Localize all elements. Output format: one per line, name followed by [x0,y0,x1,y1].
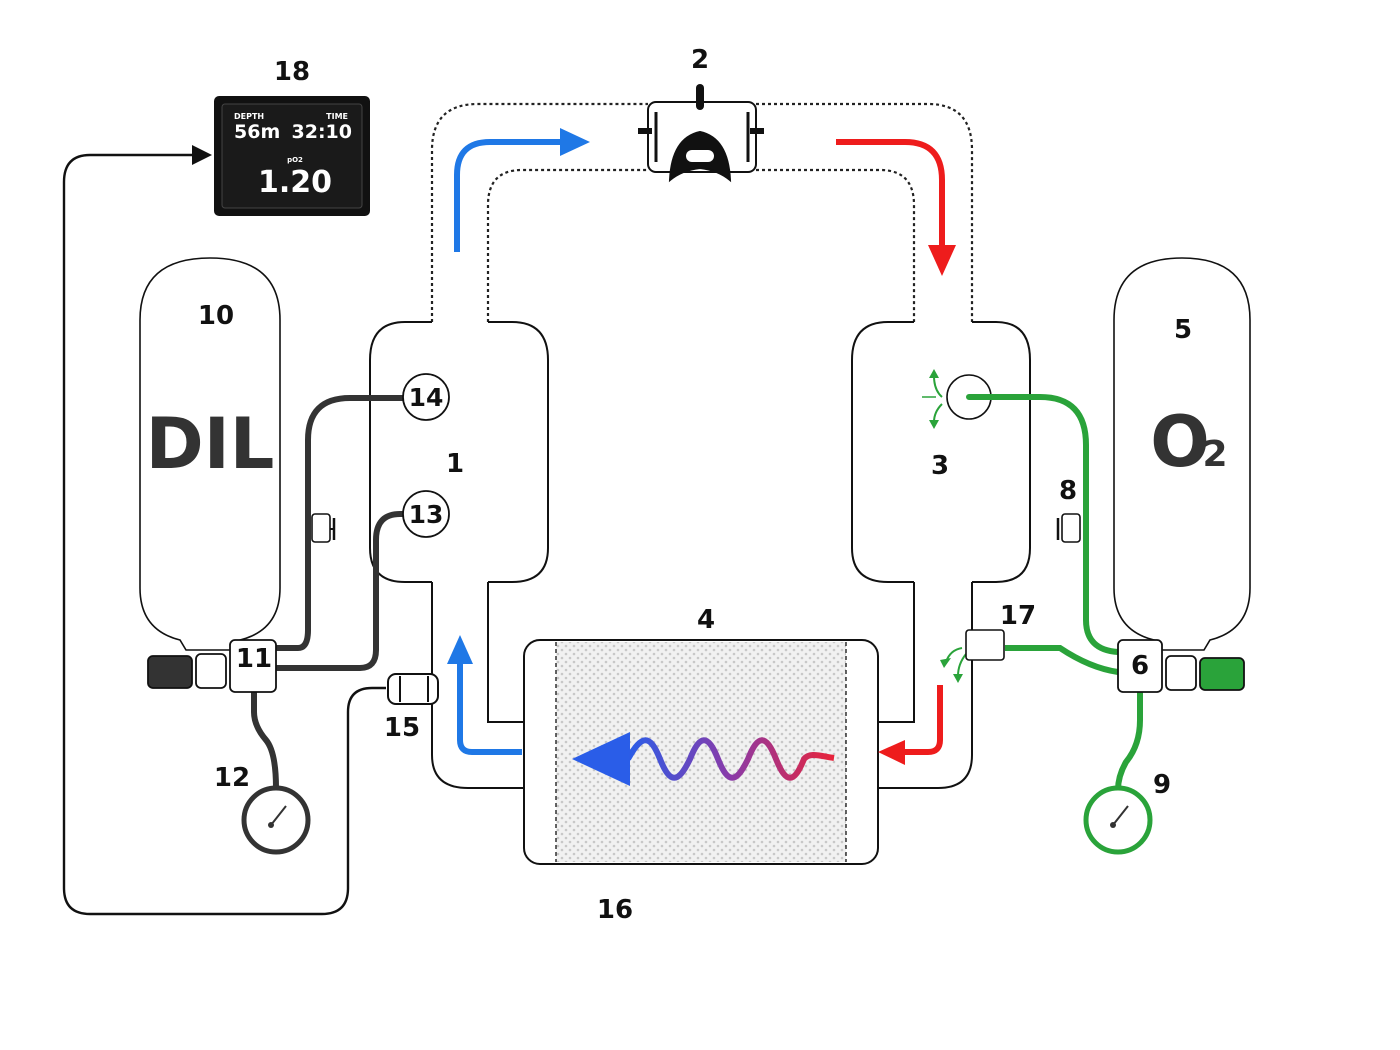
callout-1: 1 [446,449,464,479]
callout-14: 14 [409,383,444,412]
oxygen-tank-label: O [1150,401,1210,483]
oxygen-tank: 5 O 2 [1113,257,1251,693]
sensor-cable [62,145,439,916]
breathing-loop-hoses [430,102,974,322]
oxygen-tank-number: 5 [1174,315,1192,345]
counterlung-valves [402,373,1005,661]
oxygen-tank-label-subscript: 2 [1202,434,1227,475]
handset-display: DEPTH TIME 56m 32:10 pO2 1.20 [214,96,370,216]
pressure-gauges [241,785,1153,855]
scrubber-flow-arrowhead [572,732,630,786]
time-value: 32:10 [292,121,352,143]
diluent-hoses [251,395,404,789]
callout-16: 16 [597,895,633,925]
callout-15: 15 [384,713,420,743]
hose-outer-wall [430,102,974,322]
exhale-arrow-bottom [902,685,943,755]
time-label: TIME [326,112,348,121]
callout-17: 17 [1000,601,1036,631]
hose-inner-wall [486,168,916,322]
inhale-arrow-top [454,139,565,252]
diluent-tank-label: DIL [146,403,275,485]
callout-4: 4 [697,605,715,635]
depth-label: DEPTH [234,112,264,121]
oxygen-hoses [966,394,1143,791]
callout-3: 3 [931,451,949,481]
diluent-tank-number: 10 [198,301,234,331]
depth-value: 56m [234,121,280,143]
flow-arrows [447,128,956,786]
inhale-counterlung-right [851,321,1031,583]
sensor-connector [387,673,439,705]
callout-12: 12 [214,763,250,793]
callout-18: 18 [274,57,310,87]
po2-label: pO2 [287,156,303,164]
callout-6: 6 [1131,651,1149,681]
callout-numbers: 18 2 1 3 4 8 17 6 9 11 12 15 16 14 13 [214,45,1171,925]
callout-2: 2 [691,45,709,75]
callout-8: 8 [1059,476,1077,506]
mouthpiece-dsv [638,84,764,183]
exhale-arrow-top [836,139,945,248]
exhale-counterlung-left [369,321,549,583]
po2-value: 1.20 [258,165,332,200]
callout-13: 13 [409,500,444,529]
scrubber-flow-coil [625,737,835,781]
loop-body [369,321,1031,865]
callout-11: 11 [236,644,272,674]
shutoff-valves [311,513,1081,543]
inhale-arrow-bottom [457,662,522,755]
diluent-tank: 10 DIL [139,257,281,693]
callout-9: 9 [1153,770,1171,800]
